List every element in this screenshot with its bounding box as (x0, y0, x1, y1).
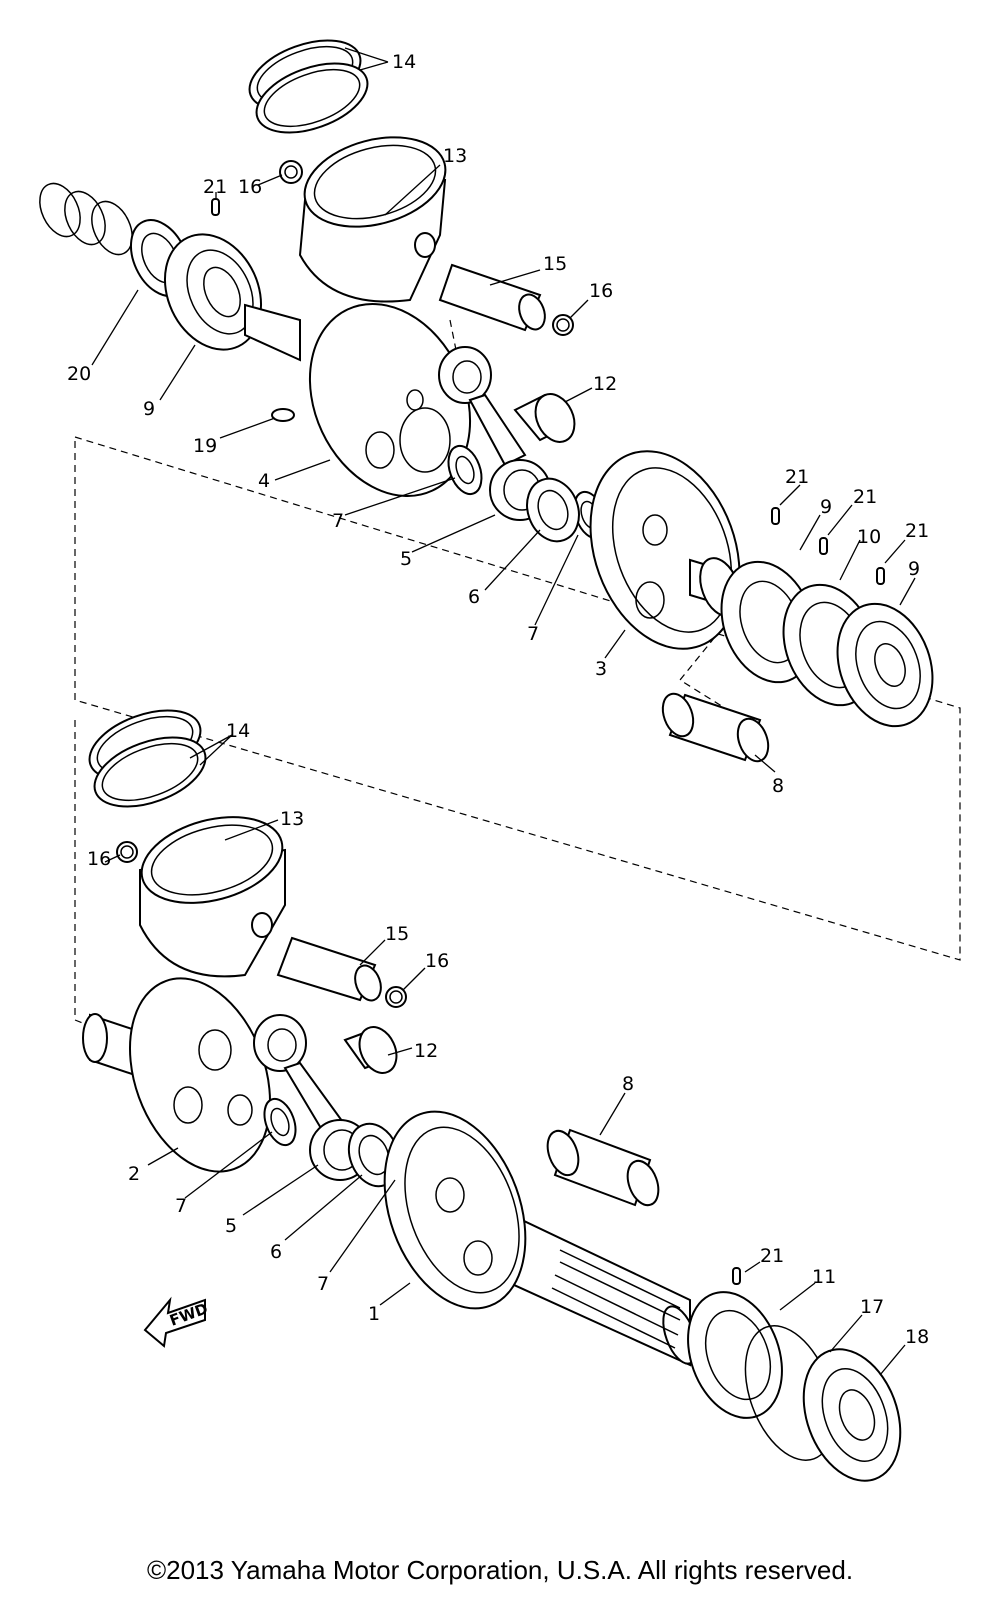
callout-6a: 6 (468, 586, 480, 608)
piston-rings-lower (88, 709, 207, 808)
crank-wheel-2 (82, 977, 272, 1173)
callout-13a: 13 (443, 145, 467, 167)
crank-wheel-1-with-shaft (383, 1110, 698, 1367)
callout-14b: 14 (226, 720, 250, 742)
callout-21a: 21 (203, 176, 227, 198)
circlips-upper (279, 160, 574, 336)
piston-pin-upper (438, 263, 546, 332)
callout-3: 3 (595, 658, 607, 680)
needle-bearing-12-upper (513, 393, 576, 443)
callout-8a: 8 (772, 775, 784, 797)
piston-lower (139, 816, 286, 978)
callout-8b: 8 (622, 1073, 634, 1095)
callout-21c: 21 (853, 486, 877, 508)
callout-11: 11 (812, 1266, 836, 1288)
dowel-pins-upper (211, 198, 885, 585)
callout-14a: 14 (392, 51, 416, 73)
bearings-right-upper (720, 560, 934, 728)
bearings-right-lower (687, 1267, 902, 1482)
crankshaft-exploded-diagram: FWD (39, 39, 961, 1482)
callout-16c: 16 (87, 848, 111, 870)
piston-upper (298, 136, 447, 303)
circlips-lower (116, 841, 407, 1008)
callout-16d: 16 (425, 950, 449, 972)
callout-12a: 12 (593, 373, 617, 395)
callout-16b: 16 (589, 280, 613, 302)
callout-9c: 9 (908, 558, 920, 580)
needle-bearing-12-lower (343, 1026, 398, 1074)
callout-5b: 5 (225, 1215, 237, 1237)
callout-17: 17 (860, 1296, 884, 1318)
callout-7d: 7 (317, 1273, 329, 1295)
callout-15a: 15 (543, 253, 567, 275)
callout-21e: 21 (760, 1245, 784, 1267)
callout-9a: 9 (143, 398, 155, 420)
leader-lines (91, 47, 916, 1376)
callout-21b: 21 (785, 466, 809, 488)
callout-4: 4 (258, 470, 270, 492)
callout-1: 1 (368, 1303, 380, 1325)
copyright-notice: ©2013 Yamaha Motor Corporation, U.S.A. A… (146, 1555, 854, 1585)
bearing-left (163, 233, 263, 351)
callout-2: 2 (128, 1163, 140, 1185)
crank-pin-8-lower (546, 1128, 660, 1207)
callout-21d: 21 (905, 520, 929, 542)
callout-18: 18 (905, 1326, 929, 1348)
callout-7a: 7 (332, 510, 344, 532)
callout-5a: 5 (400, 548, 412, 570)
callout-16a: 16 (238, 176, 262, 198)
callout-labels: 14 13 21 16 15 16 20 9 12 19 4 7 21 9 21… (67, 51, 929, 1348)
crank-pin-bearing-6-upper (526, 477, 580, 543)
callout-19: 19 (193, 435, 217, 457)
crank-wheel-4 (244, 302, 472, 498)
piston-pin-lower (276, 936, 382, 1002)
callout-7c: 7 (175, 1195, 187, 1217)
callout-12b: 12 (414, 1040, 438, 1062)
woodruff-key (271, 408, 295, 422)
callout-13b: 13 (280, 808, 304, 830)
fwd-arrow-icon: FWD (143, 1296, 210, 1348)
callout-15b: 15 (385, 923, 409, 945)
callout-10: 10 (857, 526, 881, 548)
callout-20: 20 (67, 363, 91, 385)
crank-pin-8-upper (661, 692, 770, 763)
callout-7b: 7 (527, 623, 539, 645)
callout-9b: 9 (820, 496, 832, 518)
callout-6b: 6 (270, 1241, 282, 1263)
piston-rings-upper (248, 39, 369, 134)
